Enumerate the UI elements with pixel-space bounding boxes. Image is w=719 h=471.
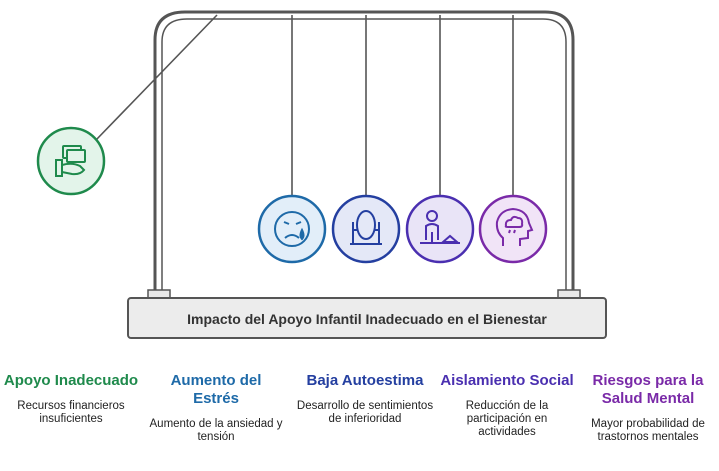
label-desc: Mayor probabilidad de trastornos mentale… [591, 418, 705, 443]
cradle-base [127, 297, 607, 339]
label-autoestima: Baja Autoestima Desarrollo de sentimient… [295, 372, 435, 426]
base-title: Impacto del Apoyo Infantil Inadecuado en… [187, 311, 547, 327]
label-apoyo: Apoyo Inadecuado Recursos financieros in… [1, 372, 141, 426]
label-title: Aumento del Estrés [170, 372, 262, 407]
ball-autoestima [331, 194, 401, 264]
money-hand-icon [55, 145, 86, 177]
mirror-icon [350, 210, 382, 245]
cradle-frame [153, 10, 575, 296]
label-desc: Desarrollo de sentimientos de inferiorid… [296, 400, 434, 425]
string-1 [95, 14, 218, 141]
frame-foot-left [147, 289, 171, 299]
head-cloud-icon [495, 207, 534, 246]
ball-salud-mental [478, 194, 548, 264]
label-title: Aislamiento Social [440, 372, 574, 389]
isolated-person-icon [420, 210, 460, 244]
ball-apoyo [36, 126, 106, 196]
label-desc: Aumento de la ansiedad y tensión [149, 418, 283, 443]
label-aislamiento: Aislamiento Social Reducción de la parti… [437, 372, 577, 439]
label-desc: Reducción de la participación en activid… [465, 400, 549, 438]
label-salud-mental: Riesgos para la Salud Mental Mayor proba… [578, 372, 718, 444]
ball-aislamiento [405, 194, 475, 264]
label-estres: Aumento del Estrés Aumento de la ansieda… [146, 372, 286, 444]
sad-face-icon [274, 211, 310, 247]
label-title: Baja Autoestima [306, 372, 424, 389]
frame-foot-right [557, 289, 581, 299]
label-title: Apoyo Inadecuado [3, 372, 139, 389]
pendulum-strings [95, 14, 514, 197]
label-desc: Recursos financieros insuficientes [17, 400, 125, 425]
ball-estres [257, 194, 327, 264]
label-title: Riesgos para la Salud Mental [592, 372, 704, 407]
